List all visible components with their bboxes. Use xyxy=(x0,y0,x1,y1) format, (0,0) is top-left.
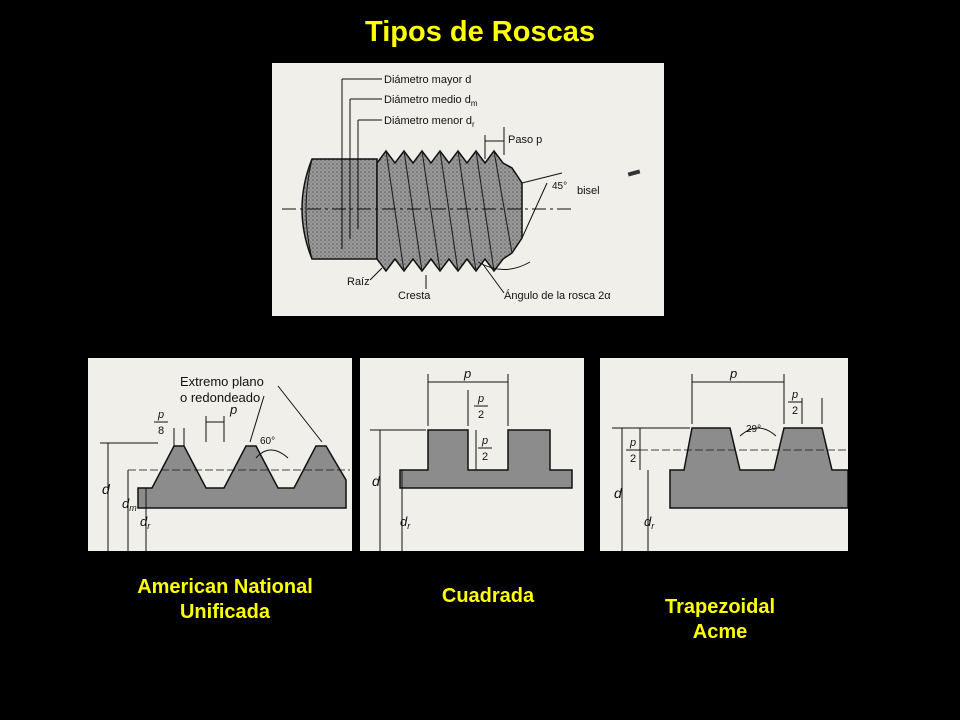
main-thread-figure: Diámetro mayor d Diámetro medio dm Diáme… xyxy=(272,63,664,316)
label-p2-den-a: 2 xyxy=(478,409,484,421)
label-paso: Paso p xyxy=(508,134,542,146)
label-diametro-menor: Diámetro menor dr xyxy=(384,115,475,129)
label-bisel: bisel xyxy=(577,185,600,197)
label-d: d xyxy=(102,481,111,497)
label-p2-den-b: 2 xyxy=(482,451,488,463)
label-angle-60: 60° xyxy=(260,436,275,447)
label-extremo-1: Extremo plano xyxy=(180,374,264,389)
caption-american-national: American National Unificada xyxy=(100,575,350,625)
panel-acme: p p 2 p 2 29° d dr xyxy=(600,358,848,551)
label-angle-29: 29° xyxy=(746,424,761,435)
label-p8-den: 8 xyxy=(158,425,164,437)
label-p: p xyxy=(729,366,737,381)
caption-line-1: Cuadrada xyxy=(441,585,535,607)
label-p8-num: p xyxy=(157,409,164,421)
panel-cuadrada: p p 2 p 2 d dr xyxy=(360,358,584,551)
label-angulo-rosca: Ángulo de la rosca 2α xyxy=(504,289,611,302)
label-d: d xyxy=(614,485,623,501)
label-p2-num-b: p xyxy=(629,437,636,449)
label-cresta: Cresta xyxy=(398,290,431,302)
label-d: d xyxy=(372,473,381,489)
label-p2-num-b: p xyxy=(481,435,488,447)
label-p2-den-b: 2 xyxy=(630,453,636,465)
label-p: p xyxy=(229,402,237,417)
label-dr: dr xyxy=(644,514,655,531)
label-p2-num-a: p xyxy=(791,389,798,401)
label-p: p xyxy=(463,366,471,381)
caption-acme: Trapezoidal Acme xyxy=(630,595,810,645)
label-diametro-medio: Diámetro medio dm xyxy=(384,94,478,108)
label-diametro-mayor: Diámetro mayor d xyxy=(384,74,471,86)
label-p2-den-a: 2 xyxy=(792,405,798,417)
label-raiz: Raíz xyxy=(347,276,370,288)
caption-line-1: American National xyxy=(137,576,313,598)
label-dr: dr xyxy=(140,514,151,531)
label-dr: dr xyxy=(400,514,411,531)
label-angulo-bisel: 45° xyxy=(552,181,567,192)
caption-line-1: Trapezoidal xyxy=(664,596,776,618)
thread-profile-acme xyxy=(669,427,848,509)
caption-line-2: Unificada xyxy=(179,601,271,623)
thread-profile-un xyxy=(137,445,347,509)
page-title: Tipos de Roscas xyxy=(365,16,595,48)
panel-american-national: Extremo plano o redondeado p p 8 60° d d… xyxy=(88,358,352,551)
thread-profile-square xyxy=(399,429,573,489)
label-extremo-2: o redondeado xyxy=(180,390,260,405)
label-p2-num-a: p xyxy=(477,393,484,405)
caption-line-2: Acme xyxy=(692,621,748,643)
caption-cuadrada: Cuadrada xyxy=(408,584,568,609)
label-dm: dm xyxy=(122,496,137,513)
